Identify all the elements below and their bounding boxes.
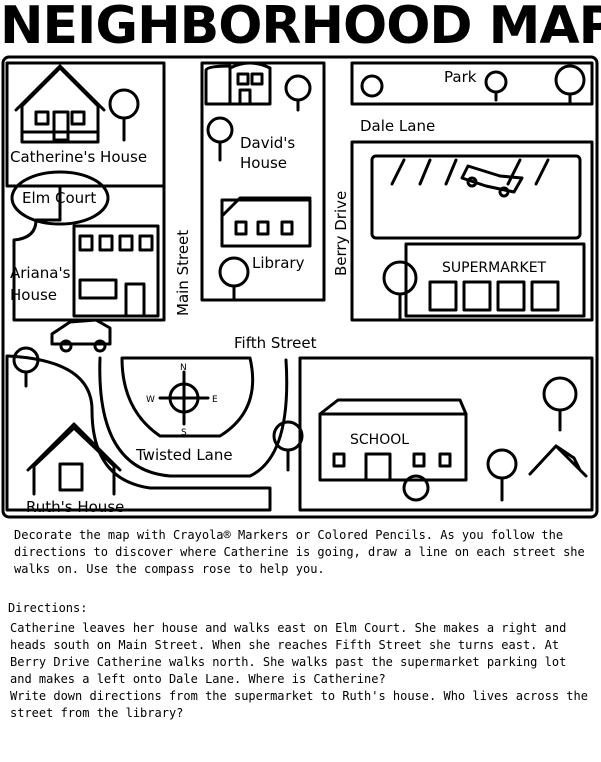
davids-house-icon xyxy=(204,61,272,106)
elm-court-circle xyxy=(10,170,110,226)
compass-rose-icon xyxy=(158,370,210,426)
twisted-lane-road xyxy=(98,356,289,478)
school-block xyxy=(298,356,594,512)
ruths-house-label: Ruth's House xyxy=(26,498,124,516)
car-icon xyxy=(460,164,524,198)
tree-icon xyxy=(382,260,418,322)
compass-n: N xyxy=(180,363,187,373)
arianas-house-label-2: House xyxy=(10,286,57,304)
direction-paragraph: Catherine leaves her house and walks eas… xyxy=(10,621,567,686)
library-block xyxy=(200,61,326,302)
tree-icon xyxy=(272,420,304,472)
school-icon xyxy=(318,398,468,482)
tree-icon xyxy=(12,346,40,388)
neighborhood-map: Park Dale Lane Catherine's House David's… xyxy=(1,55,599,519)
tree-icon xyxy=(484,70,508,102)
tree-icon xyxy=(284,74,312,112)
tree-icon xyxy=(360,74,384,98)
arianas-house-icon xyxy=(72,224,160,318)
tree-icon xyxy=(554,64,586,106)
davids-house-label-1: David's xyxy=(240,134,295,152)
supermarket-block xyxy=(350,140,594,322)
intro-text: Decorate the map with Crayola® Markers o… xyxy=(14,528,585,576)
direction-paragraph: Write down directions from the supermark… xyxy=(10,689,588,720)
parking-lines xyxy=(390,158,550,186)
catherine-block xyxy=(5,61,166,188)
parking-lot xyxy=(370,154,582,240)
tree-icon xyxy=(108,88,140,142)
catherines-house-icon xyxy=(14,64,106,144)
davids-house-label-2: House xyxy=(240,154,287,172)
library-label: Library xyxy=(252,254,305,272)
elm-court-label: Elm Court xyxy=(22,189,96,207)
fifth-street-label: Fifth Street xyxy=(234,334,317,352)
arianas-house-label-1: Ariana's xyxy=(10,264,71,282)
ruth-block xyxy=(5,354,272,512)
main-street-label: Main Street xyxy=(174,230,192,316)
compass-w: W xyxy=(146,395,155,405)
car-icon xyxy=(50,318,112,353)
tree-icon xyxy=(402,474,430,502)
dale-lane-label: Dale Lane xyxy=(360,117,435,135)
compass-e: E xyxy=(212,395,218,405)
park-block xyxy=(350,61,594,106)
school-label: SCHOOL xyxy=(350,432,409,448)
supermarket-label: SUPERMARKET xyxy=(442,260,547,276)
twisted-lane-ring xyxy=(120,356,255,438)
directions-heading: Directions: xyxy=(8,601,88,615)
map-border xyxy=(1,55,599,519)
ariana-block xyxy=(12,184,166,322)
tree-icon xyxy=(542,376,578,432)
library-icon xyxy=(220,196,312,248)
tree-icon xyxy=(486,448,518,502)
tree-icon xyxy=(218,256,250,302)
catherines-house-label: Catherine's House xyxy=(10,148,147,166)
ruths-house-icon xyxy=(26,422,122,496)
directions-text: Catherine leaves her house and walks eas… xyxy=(10,620,594,722)
map-title: NEIGHBORHOOD MAP xyxy=(0,0,601,56)
compass-s: S xyxy=(181,428,187,438)
twisted-lane-label: Twisted Lane xyxy=(135,446,233,464)
berry-drive-label: Berry Drive xyxy=(332,191,350,276)
supermarket-icon xyxy=(404,242,586,318)
tree-icon xyxy=(206,116,234,162)
park-label: Park xyxy=(444,68,477,86)
swing-set-icon xyxy=(528,444,588,478)
